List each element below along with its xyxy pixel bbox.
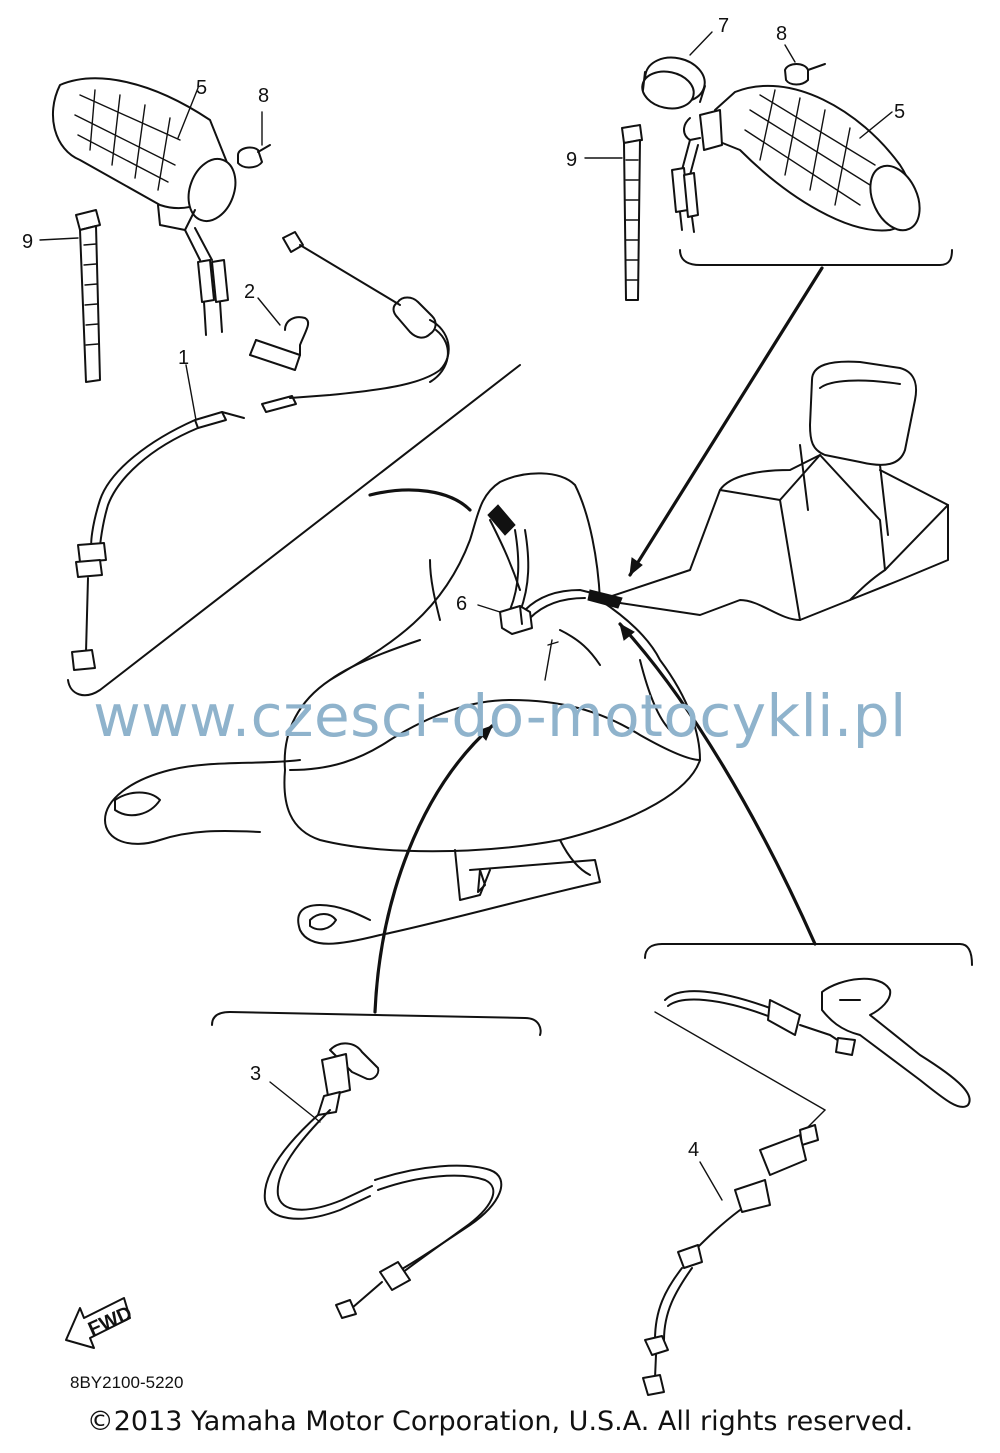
callout-7: 7: [718, 15, 729, 37]
seat: [599, 454, 886, 621]
callout-5-right: 5: [894, 101, 905, 123]
left-grip-heater: [51, 77, 237, 336]
grip-ring: [641, 31, 713, 110]
rear-ski: [297, 859, 601, 945]
diagram-part-code: 8BY2100-5220: [70, 1373, 184, 1392]
callout-2: 2: [244, 281, 255, 303]
watermark-url: www.czesci-do-motocykli.pl: [93, 682, 907, 750]
callout-9-right: 9: [566, 149, 577, 171]
callout-1: 1: [178, 347, 189, 369]
choke-cable: [263, 1042, 503, 1319]
leader-arrows: [368, 266, 824, 1014]
right-tie-strap: [584, 124, 643, 301]
callout-labels: 1 2 3 4 5 5 6 7 8 8 9 9: [22, 15, 905, 1161]
body-shell: [283, 472, 701, 853]
left-tie-strap: [39, 209, 101, 383]
brake-lever-assembly: [642, 977, 971, 1396]
console-clamp-and-cables: [477, 504, 623, 681]
callout-8-right: 8: [776, 23, 787, 45]
copyright-notice: ©2013 Yamaha Motor Corporation, U.S.A. A…: [86, 1406, 914, 1437]
callout-5-left: 5: [196, 77, 207, 99]
callout-8-left: 8: [258, 85, 269, 107]
callout-4: 4: [688, 1139, 699, 1161]
callout-3: 3: [250, 1063, 261, 1085]
right-grip-heater: [671, 84, 921, 233]
fwd-arrow: FWD: [65, 1297, 136, 1349]
detail-frames: [67, 249, 973, 1036]
callout-9-left: 9: [22, 231, 33, 253]
left-screw: [237, 111, 271, 169]
right-screw: [784, 44, 826, 86]
snowmobile-illustration: [104, 360, 949, 945]
throttle-cable: [71, 231, 450, 671]
backrest: [809, 360, 918, 466]
cable-clip: [249, 297, 310, 371]
front-ski: [104, 759, 301, 845]
callout-6: 6: [456, 593, 467, 615]
